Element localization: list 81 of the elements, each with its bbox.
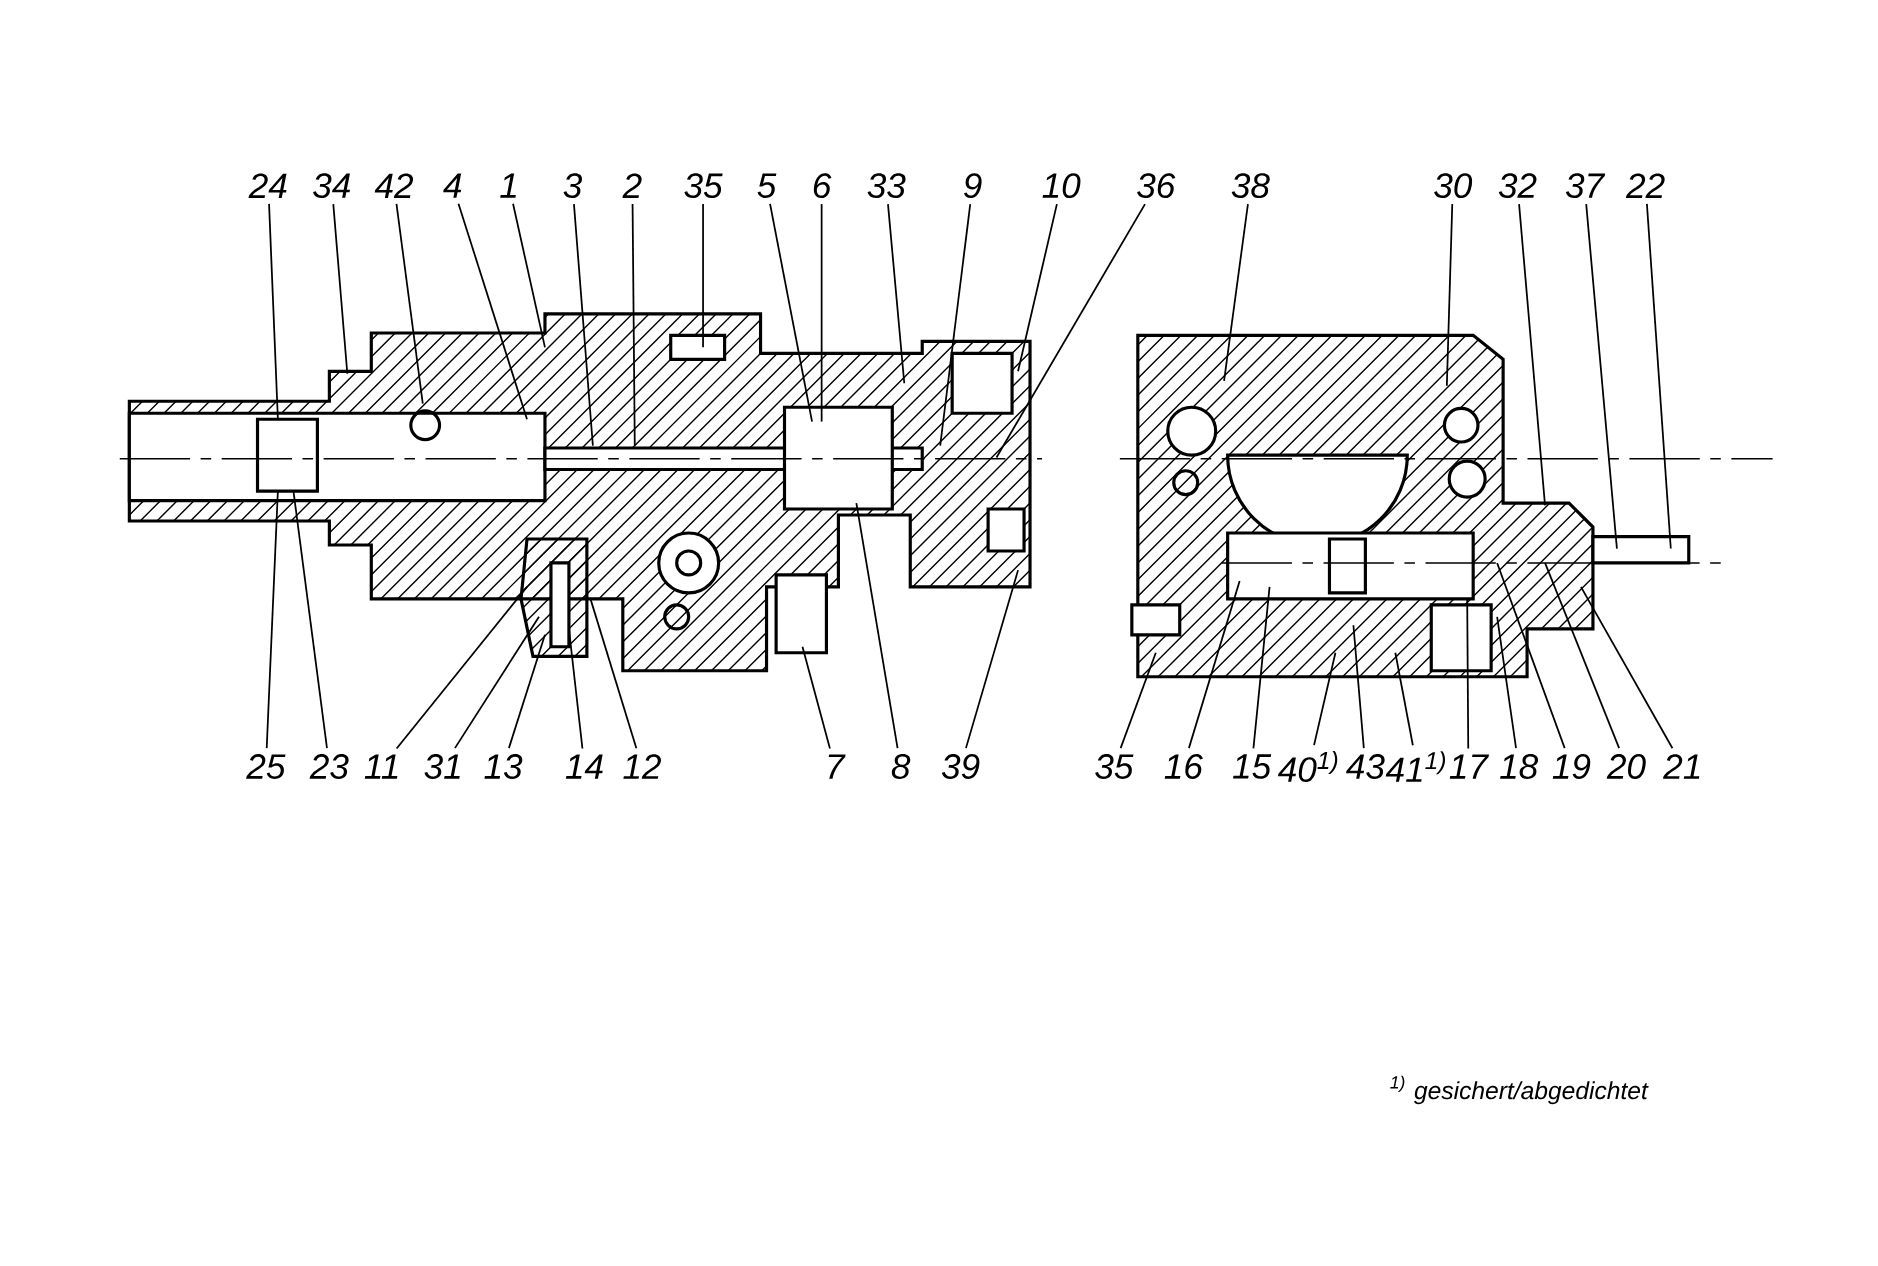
- leader-line: [1466, 598, 1470, 750]
- leader-line: [589, 598, 638, 750]
- leader-line: [965, 569, 1019, 749]
- callout-number: 19: [1552, 754, 1591, 779]
- leader-line: [1646, 203, 1672, 550]
- leader-line: [332, 203, 349, 375]
- leader-line: [887, 203, 906, 385]
- callout-number: 3: [563, 173, 582, 199]
- callout-number: 41$^{1)}$: [1385, 751, 1445, 782]
- callout-number: 18: [1500, 754, 1539, 779]
- callout-number: 12: [623, 754, 661, 779]
- leader-line: [1223, 203, 1249, 382]
- leader-line: [292, 490, 328, 749]
- leader-line: [631, 203, 636, 447]
- callout-number: 38: [1231, 173, 1270, 199]
- callout-number: 42: [374, 173, 414, 198]
- leader-line: [1252, 586, 1271, 750]
- leader-line: [395, 586, 528, 750]
- callout-number: 13: [484, 754, 523, 779]
- leader-line: [702, 203, 704, 349]
- leader-line: [1496, 562, 1566, 749]
- leader-line: [395, 203, 424, 405]
- leader-line: [820, 203, 823, 423]
- leader-line: [457, 202, 528, 421]
- callout-number: 30: [1434, 173, 1473, 199]
- leader-line: [1585, 203, 1618, 550]
- callout-number: 40$^{1)}$: [1277, 751, 1338, 782]
- leader-line: [995, 203, 1146, 459]
- leader-line: [512, 202, 546, 349]
- callout-number: 1: [500, 173, 516, 198]
- callout-number: 14: [565, 754, 603, 779]
- leader-line: [1518, 203, 1546, 507]
- callout-number: 8: [891, 754, 911, 779]
- leader-line: [1352, 624, 1365, 749]
- callout-number: 6: [813, 173, 832, 199]
- callout-number: 35: [684, 173, 723, 199]
- callout-number: 17: [1449, 754, 1489, 779]
- leader-line: [1580, 586, 1674, 750]
- callout-number: 7: [828, 754, 846, 779]
- callout-number: 22: [1625, 173, 1665, 198]
- callout-number: 31: [424, 754, 460, 779]
- callout-number: 16: [1164, 754, 1203, 779]
- leader-line: [1496, 615, 1517, 750]
- callout-number: 9: [964, 173, 982, 199]
- leader-line: [268, 203, 279, 421]
- callout-number: 23: [309, 754, 349, 779]
- callout-number: 36: [1137, 173, 1176, 199]
- callout-number: 25: [246, 754, 286, 779]
- callout-number: 4: [443, 173, 462, 198]
- leader-line: [939, 203, 972, 447]
- callout-number: 15: [1233, 754, 1272, 779]
- callout-number: 20: [1606, 754, 1646, 779]
- leader-line: [801, 645, 831, 750]
- leader-line: [1544, 562, 1620, 749]
- callout-number: 39: [941, 754, 980, 779]
- callout-number: 21: [1663, 754, 1700, 779]
- leader-line: [1445, 203, 1454, 387]
- leader-line: [1188, 580, 1241, 749]
- callout-number: 2: [622, 173, 642, 198]
- leader-line: [568, 627, 584, 750]
- leader-line: [1394, 651, 1414, 747]
- callout-number: 5: [757, 173, 777, 198]
- leader-line: [508, 633, 546, 749]
- callout-number: 35: [1095, 754, 1134, 779]
- leader-line: [265, 490, 279, 749]
- leader-line: [573, 203, 594, 447]
- callout-number: 43: [1346, 754, 1385, 779]
- leader-line: [1017, 203, 1058, 373]
- leader-line: [769, 203, 813, 423]
- callout-number: 11: [364, 754, 398, 779]
- callout-number: 32: [1498, 173, 1537, 199]
- callout-number: 24: [248, 173, 287, 198]
- leader-line: [1119, 651, 1157, 749]
- callout-number: 10: [1042, 173, 1081, 199]
- callout-number: 33: [867, 173, 906, 199]
- leader-line: [454, 615, 540, 749]
- leader-line: [855, 502, 899, 750]
- callout-number: 37: [1565, 173, 1606, 199]
- footnote: $^{1)}$ gesichert/abgedichtet: [1390, 1075, 1649, 1105]
- leader-line: [1313, 651, 1337, 746]
- callout-number: 34: [313, 173, 350, 199]
